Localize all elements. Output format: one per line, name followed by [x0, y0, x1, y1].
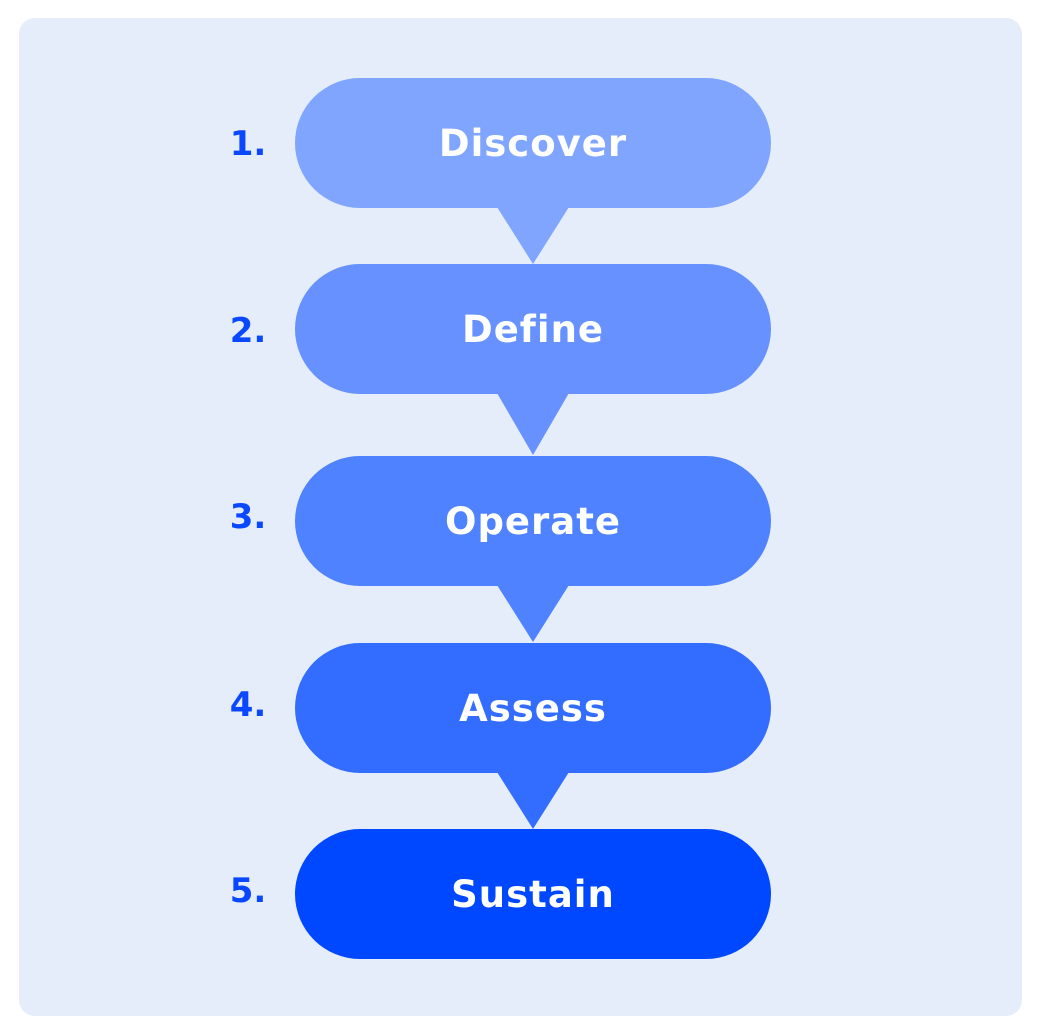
step-label: Assess	[459, 686, 607, 730]
step-label: Discover	[438, 121, 628, 165]
step-label: Operate	[444, 499, 622, 543]
step-pill: Assess	[295, 643, 771, 773]
step-number: 5.	[229, 871, 267, 911]
step-label: Define	[461, 307, 605, 351]
step-pill: Operate	[295, 456, 771, 586]
step-label: Sustain	[451, 872, 615, 916]
step-number: 4.	[229, 685, 267, 725]
step-number: 3.	[229, 497, 267, 537]
step-pill: Define	[295, 264, 771, 394]
step-pill: Sustain	[295, 829, 771, 959]
step-number: 1.	[229, 124, 267, 164]
step-pill: Discover	[295, 78, 771, 208]
step-number: 2.	[229, 311, 267, 351]
